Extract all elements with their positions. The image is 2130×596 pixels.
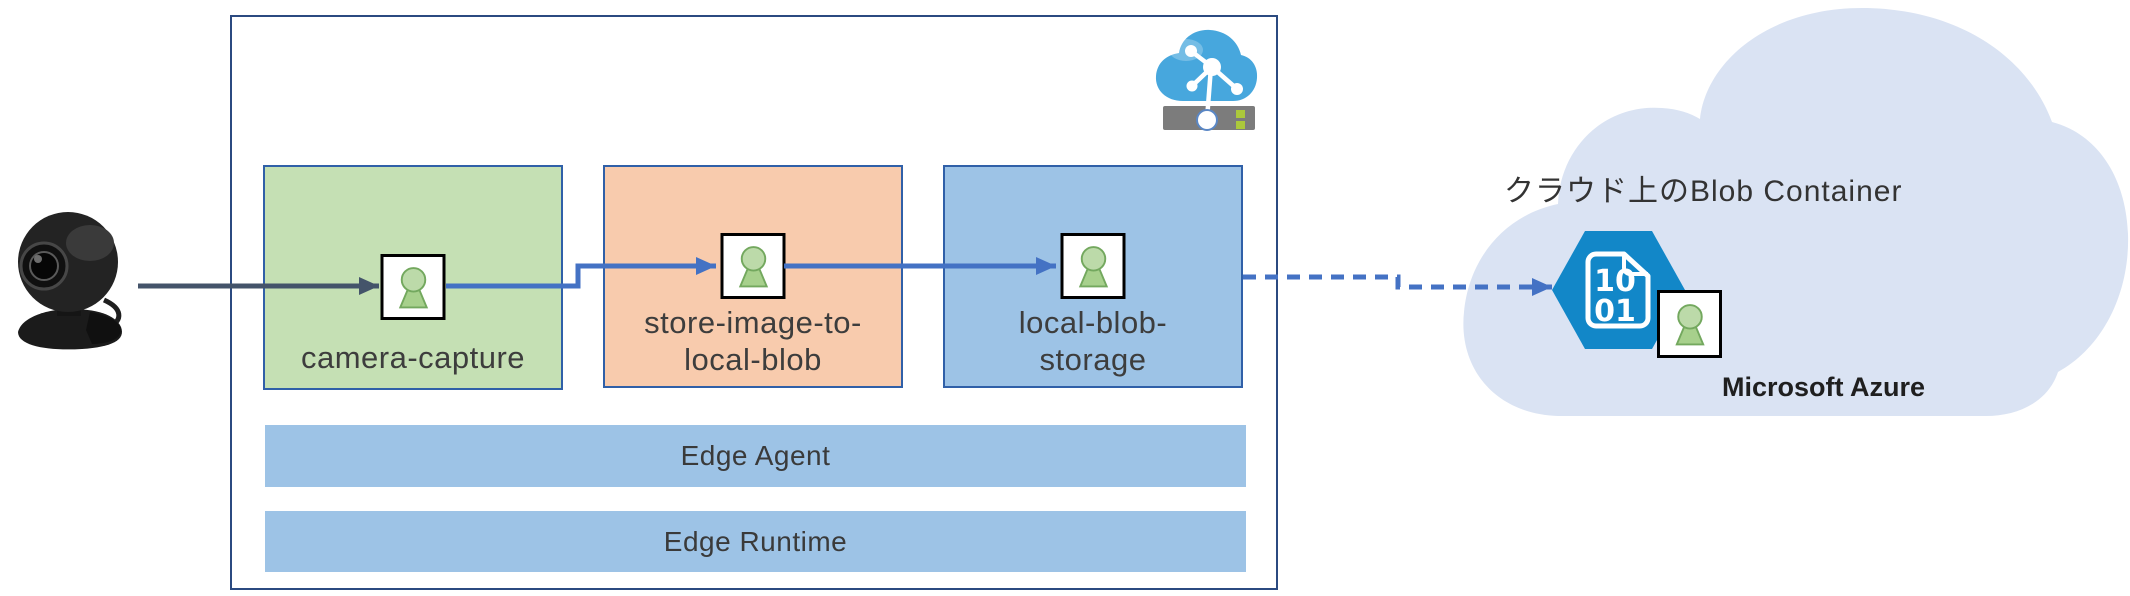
person-module-icon (720, 233, 786, 299)
azure-cloud-shape (1463, 8, 2129, 416)
person-icon (738, 246, 768, 288)
microsoft-azure-label: Microsoft Azure (1722, 372, 1926, 402)
module-label: camera-capture (300, 340, 526, 375)
module-label: store-image-to- local-blob (644, 305, 862, 377)
cloud-person-module-icon (1657, 290, 1722, 358)
person-icon (398, 267, 428, 309)
edge-device-container (230, 15, 1278, 590)
blob-binary-line2: 01 (1594, 294, 1636, 329)
blob-binary-line1: 10 (1594, 264, 1636, 299)
person-icon (1675, 304, 1704, 346)
cloud-blob-container-title: クラウド上のBlob Container (1504, 175, 1903, 208)
module-camera-capture: camera-capture (263, 165, 563, 390)
module-local-blob-storage: local-blob- storage (943, 165, 1243, 388)
edge-agent-bar: Edge Agent (265, 425, 1246, 487)
module-store-image-to-local-blob: store-image-to- local-blob (603, 165, 903, 388)
person-icon (1078, 246, 1108, 288)
edge-runtime-bar: Edge Runtime (265, 511, 1246, 572)
edge-agent-label: Edge Agent (680, 440, 831, 471)
edge-runtime-label: Edge Runtime (663, 525, 848, 557)
person-module-icon (380, 254, 446, 320)
person-module-icon (1060, 233, 1126, 299)
webcam-icon (18, 212, 122, 350)
dashed-arrow-local-blob-to-cloud (1243, 274, 1552, 296)
module-label: local-blob- storage (1018, 305, 1168, 377)
